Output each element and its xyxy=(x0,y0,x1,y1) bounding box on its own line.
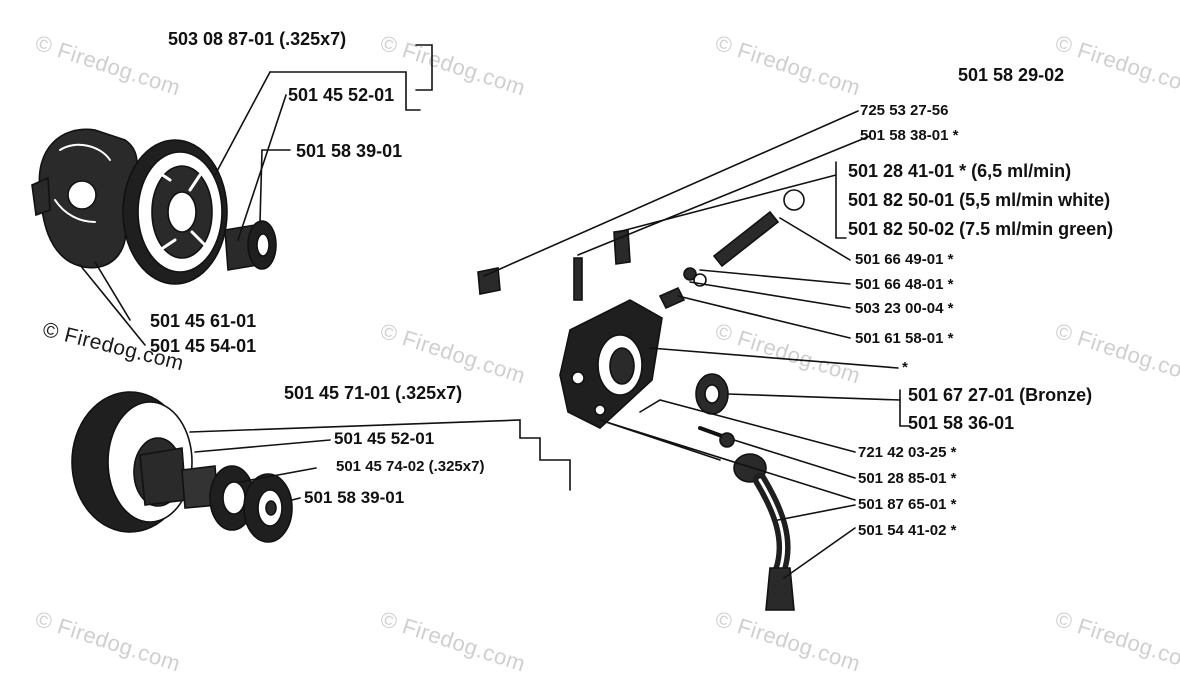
part-label: 501 58 36-01 xyxy=(908,413,1015,433)
part-label: 501 45 54-01 xyxy=(150,336,257,356)
drum-assembly-bottom xyxy=(71,391,293,543)
part-label: 501 58 29-02 xyxy=(958,65,1065,85)
part-label: 501 45 71-01 (.325x7) xyxy=(284,383,463,403)
part-label: 501 58 39-01 xyxy=(296,141,403,161)
part-label: 501 28 85-01 * xyxy=(858,470,957,487)
part-label: 503 08 87-01 (.325x7) xyxy=(168,29,347,49)
oil-pump-assembly xyxy=(477,189,805,611)
part-label: 501 82 50-01 (5,5 ml/min white) xyxy=(848,190,1111,210)
clutch-assembly-top xyxy=(31,128,277,285)
part-label: 501 28 41-01 * (6,5 ml/min) xyxy=(848,161,1072,181)
part-label: 501 45 74-02 (.325x7) xyxy=(336,458,485,475)
parts-diagram: © Firedog.com © Firedog.com © Firedog.co… xyxy=(31,29,1180,676)
part-label: 501 54 41-02 * xyxy=(858,522,957,539)
part-label: 501 45 61-01 xyxy=(150,311,257,331)
part-label: 725 53 27-56 xyxy=(860,102,949,119)
part-label: 501 66 48-01 * xyxy=(855,276,954,293)
part-label: 501 58 38-01 * xyxy=(860,127,959,144)
part-label: 501 82 50-02 (7.5 ml/min green) xyxy=(848,219,1114,239)
drawing xyxy=(31,44,911,611)
part-label: 501 61 58-01 * xyxy=(855,330,954,347)
part-label: 503 23 00-04 * xyxy=(855,300,954,317)
part-label: 501 58 39-01 xyxy=(304,488,405,507)
part-label: 721 42 03-25 * xyxy=(858,444,957,461)
part-label: 501 45 52-01 xyxy=(334,429,435,448)
part-label: 501 87 65-01 * xyxy=(858,496,957,513)
part-label: * xyxy=(902,359,908,376)
part-label: 501 45 52-01 xyxy=(288,85,395,105)
part-label: 501 66 49-01 * xyxy=(855,251,954,268)
part-label: 501 67 27-01 (Bronze) xyxy=(908,385,1093,405)
